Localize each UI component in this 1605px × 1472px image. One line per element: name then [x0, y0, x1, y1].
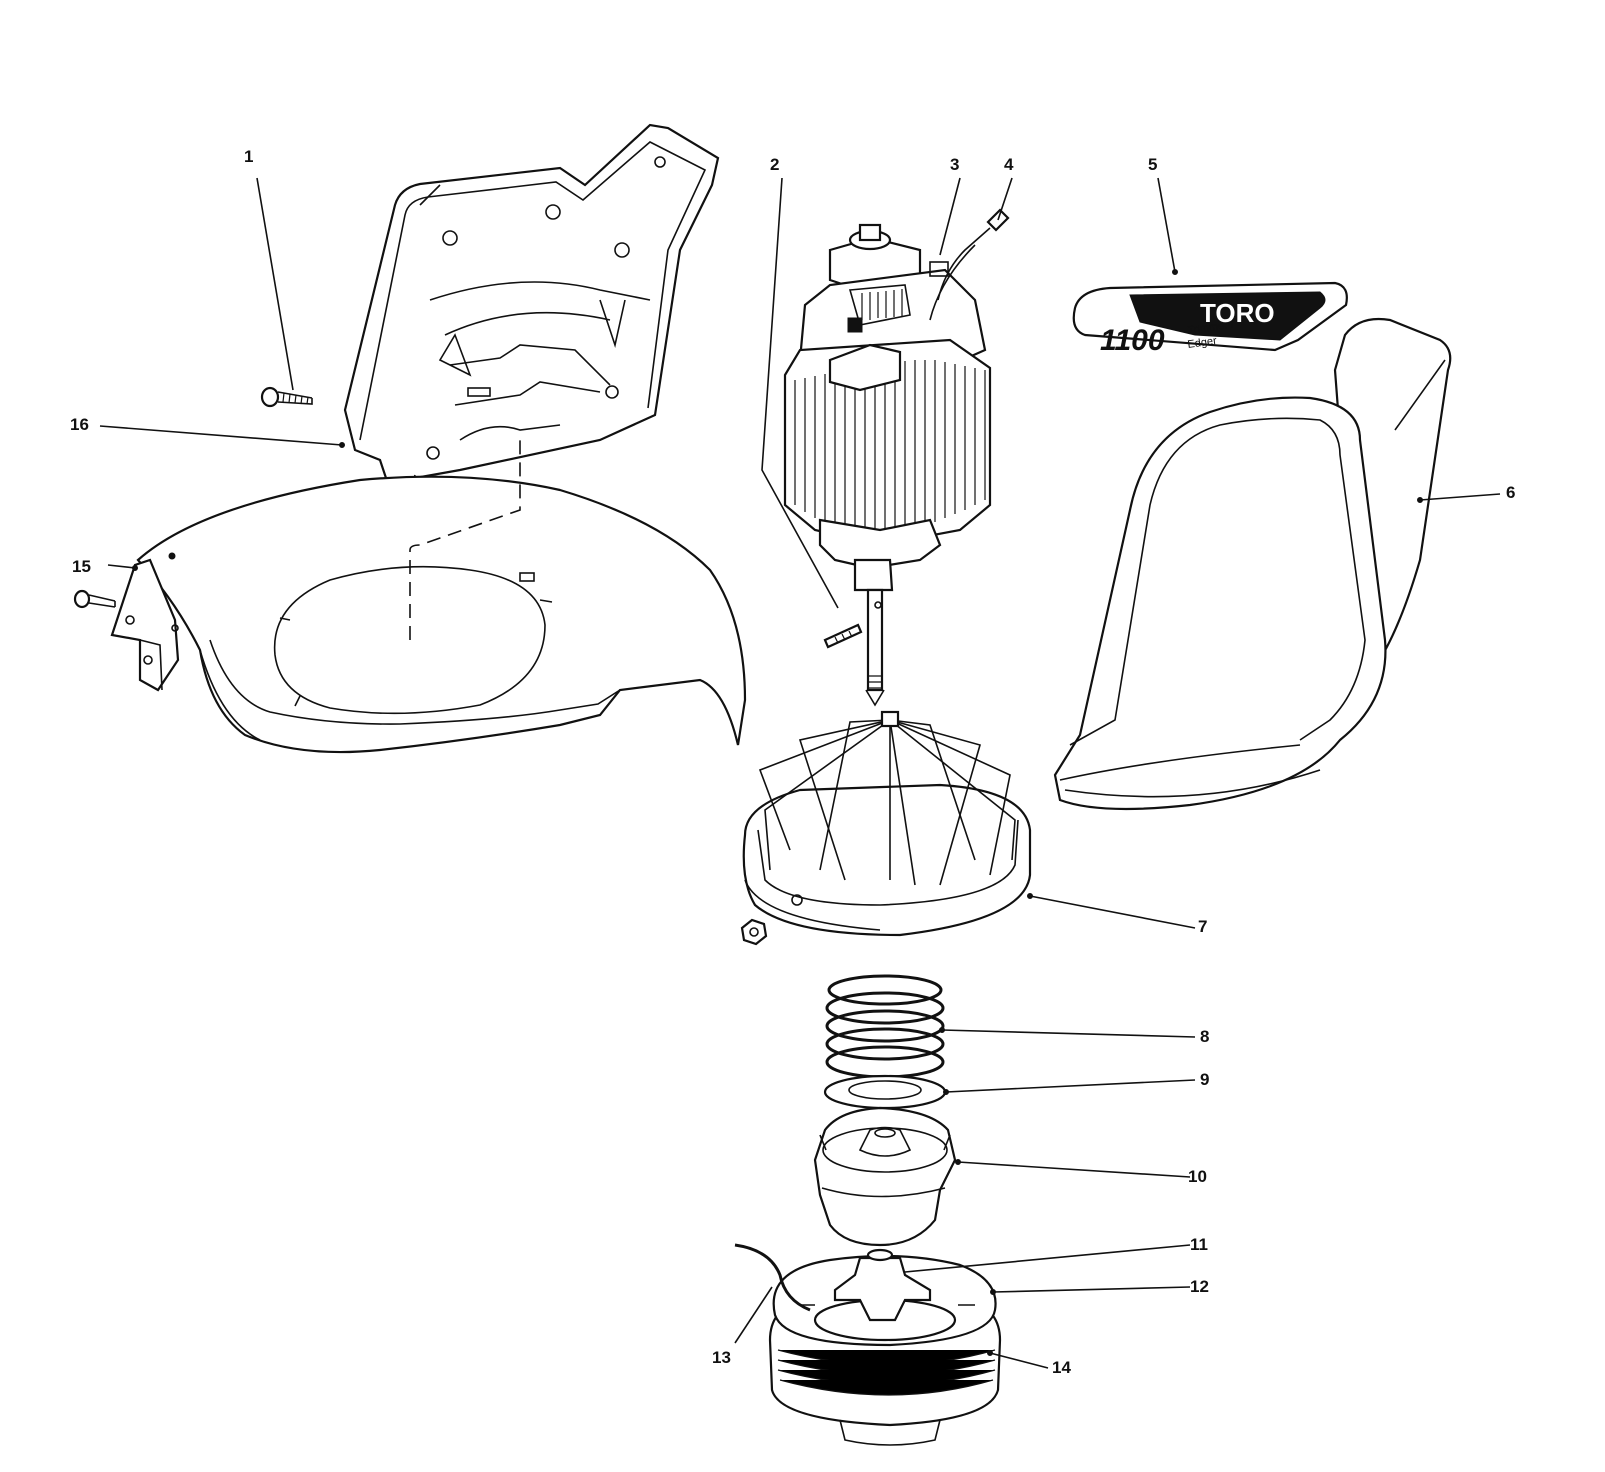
part-13-line — [734, 1243, 811, 1312]
callout-2: 2 — [770, 155, 780, 174]
callout-7: 7 — [1198, 917, 1208, 936]
callout-15: 15 — [72, 557, 91, 576]
callout-16: 16 — [70, 415, 89, 434]
callout-3: 3 — [950, 155, 960, 174]
callout-13: 13 — [712, 1348, 731, 1367]
callout-14: 14 — [1052, 1358, 1071, 1377]
part-2-pin — [823, 623, 863, 649]
callout-11: 11 — [1190, 1235, 1208, 1254]
callout-6: 6 — [1506, 483, 1516, 502]
part-5-decal: TORO 1100 Trimmer / Edger — [1072, 281, 1348, 357]
decal-brand: TORO — [1200, 298, 1275, 328]
callout-12: 12 — [1190, 1277, 1209, 1296]
callout-10: 10 — [1188, 1167, 1207, 1186]
part-16-handle-housing — [343, 123, 720, 516]
callout-1: 1 — [244, 147, 254, 166]
part-9-washer — [823, 1074, 947, 1110]
screw-15 — [73, 589, 116, 609]
part-11-insert — [833, 1248, 932, 1322]
part-10-spool-cup — [813, 1106, 957, 1247]
callout-5: 5 — [1148, 155, 1158, 174]
part-6-motor-cover — [1053, 317, 1452, 811]
leader-lines — [99, 177, 1501, 1369]
part-15-bracket — [73, 552, 180, 692]
decal-product-line2: Edger — [1187, 335, 1218, 351]
leader-dots — [132, 269, 1423, 1356]
part-1-screw — [260, 386, 313, 408]
part-3-motor — [783, 223, 992, 707]
callout-9: 9 — [1200, 1070, 1210, 1089]
callout-8: 8 — [1200, 1027, 1210, 1046]
decal-model: 1100 — [1100, 324, 1165, 357]
callout-4: 4 — [1004, 155, 1014, 174]
screw-7 — [740, 918, 768, 946]
lower-cover-deck — [136, 440, 747, 754]
part-8-spring — [825, 974, 945, 1079]
part-7-fan — [740, 710, 1032, 946]
